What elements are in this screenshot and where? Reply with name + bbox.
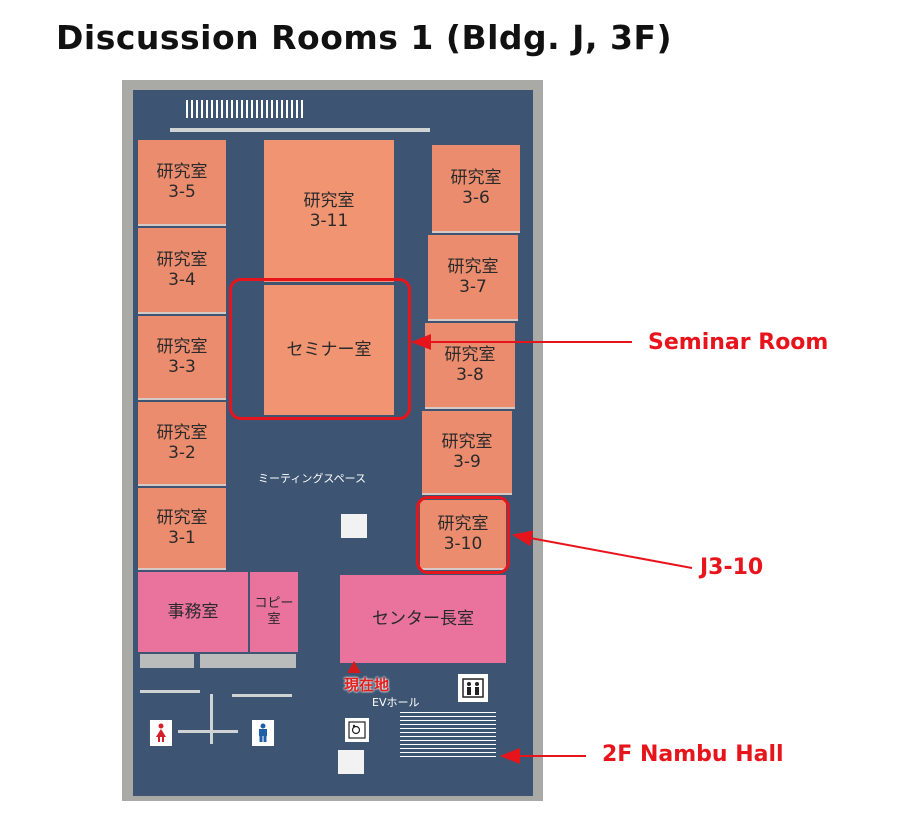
office-room-name: 事務室 [167,601,219,622]
restroom-wall-right [232,694,292,697]
room-3-10-highlight [416,496,510,574]
room-3-10-number: 3-10 [443,534,483,554]
room-3-5-name: 研究室 [156,161,208,182]
room-3-7-number: 3-7 [459,277,487,297]
entrance-block [338,750,364,774]
room-3-6-number: 3-6 [462,188,490,208]
room-3-2-name: 研究室 [156,422,208,443]
director-room[interactable]: センター長室 [340,575,506,663]
room-3-4[interactable]: 研究室 3-4 [138,228,226,314]
current-location-marker-icon [347,661,361,673]
room-3-4-name: 研究室 [156,249,208,270]
room-3-8[interactable]: 研究室 3-8 [425,323,515,409]
nambu-hall-callout: 2F Nambu Hall [602,742,784,767]
female-figure-glyph [156,723,166,742]
room-3-9[interactable]: 研究室 3-9 [422,411,512,495]
office-storage [140,654,194,668]
page-title: Discussion Rooms 1 (Bldg. J, 3F) [56,18,673,57]
room-3-7-name: 研究室 [447,256,499,277]
room-3-5-number: 3-5 [168,182,196,202]
ev-hall-label: EVホール [372,696,420,709]
room-3-9-name: 研究室 [441,431,493,452]
seminar-room[interactable]: セミナー室 [264,285,394,415]
seminar-room-name: セミナー室 [286,339,372,360]
seminar-room-callout: Seminar Room [648,330,829,355]
copy-room-name: コピー室 [254,596,294,627]
room-3-6[interactable]: 研究室 3-6 [432,145,520,233]
room-3-5[interactable]: 研究室 3-5 [138,140,226,226]
restroom-wall-top [140,690,200,693]
j3-10-callout: J3-10 [700,555,764,580]
bottom-stairs [400,712,496,760]
copy-room[interactable]: コピー室 [250,572,298,652]
room-3-3[interactable]: 研究室 3-3 [138,316,226,400]
top-wall [170,128,430,132]
copy-storage [200,654,296,668]
seminar-room-highlight [229,278,411,420]
male-restroom-icon [252,720,274,746]
director-room-name: センター長室 [372,608,474,629]
room-3-1[interactable]: 研究室 3-1 [138,488,226,570]
restroom-wall-mid [178,730,238,733]
accessible-glyph [348,721,366,739]
female-restroom-icon [150,720,172,746]
room-3-3-number: 3-3 [168,357,196,377]
room-3-11-number: 3-11 [309,211,349,231]
room-3-1-number: 3-1 [168,528,196,548]
room-3-10[interactable]: 研究室 3-10 [420,500,506,570]
top-stairs [186,100,306,118]
room-3-6-name: 研究室 [450,167,502,188]
meeting-space-label: ミーティングスペース [258,472,367,485]
restroom-wall-left [210,694,213,744]
male-figure-glyph [259,723,267,742]
elevator-icon [458,674,488,702]
room-3-1-name: 研究室 [156,507,208,528]
room-3-11-name: 研究室 [303,190,355,211]
room-3-8-number: 3-8 [456,365,484,385]
room-3-7[interactable]: 研究室 3-7 [428,235,518,321]
pillar [341,514,367,538]
office-room[interactable]: 事務室 [138,572,248,652]
current-location-label: 現在地 [344,676,390,694]
room-3-2-number: 3-2 [168,443,196,463]
room-3-4-number: 3-4 [168,270,196,290]
accessible-restroom-icon [345,718,369,742]
room-3-8-name: 研究室 [444,344,496,365]
room-3-3-name: 研究室 [156,336,208,357]
room-3-10-name: 研究室 [437,513,489,534]
room-3-2[interactable]: 研究室 3-2 [138,402,226,486]
elevator-icon-glyph [462,678,484,698]
room-3-9-number: 3-9 [453,452,481,472]
room-3-11[interactable]: 研究室 3-11 [264,140,394,282]
